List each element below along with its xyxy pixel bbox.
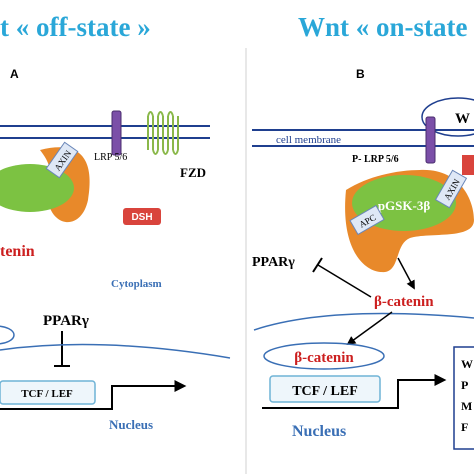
right-ppar-inhibition-line <box>317 264 372 298</box>
right-nucleus-label: Nucleus <box>292 423 346 440</box>
left-panel: t « off-state » A LRP 5/6 FZD AXIN DSH t… <box>0 12 231 432</box>
right-axin-box: AXIN <box>434 169 468 209</box>
right-transcription-arrow <box>262 374 447 409</box>
left-fzd-label: FZD <box>180 165 206 180</box>
left-fzd-receptor <box>147 111 179 155</box>
left-lrp-receptor <box>111 110 122 156</box>
right-ppar-inhibition-bar <box>312 257 323 273</box>
right-wnt-label: W <box>455 111 470 127</box>
right-dsh-stub <box>462 155 474 175</box>
left-ppar-label: PPARγ <box>43 313 89 329</box>
right-panel-title: Wnt « on-state <box>298 12 468 42</box>
right-panel: Wnt « on-state B W cell membrane P- LRP … <box>252 12 474 450</box>
left-nuclear-membrane <box>0 343 231 359</box>
right-target-genes-box <box>453 346 474 450</box>
right-ppar-label: PPARγ <box>252 255 295 270</box>
right-tcf-label: TCF / LEF <box>292 384 358 399</box>
left-panel-letter: A <box>10 67 19 81</box>
left-lrp-label: LRP 5/6 <box>94 152 127 163</box>
right-membrane-label: cell membrane <box>276 134 341 146</box>
left-tcf-box <box>0 380 96 405</box>
right-target-gene-4: F <box>461 420 468 434</box>
left-tcf-label: TCF / LEF <box>21 388 73 400</box>
left-transcription-arrow <box>0 380 187 410</box>
right-lrp-receptor <box>425 116 436 164</box>
left-cytoplasm-label: Cytoplasm <box>111 278 162 290</box>
right-target-gene-2: P <box>461 378 468 392</box>
right-catenin-label: β-catenin <box>374 294 434 310</box>
right-nuclear-catenin-outline <box>263 342 385 370</box>
right-tcf-box <box>269 375 381 403</box>
left-nuclear-catenin-outline <box>0 325 15 345</box>
right-nuclear-membrane <box>253 312 474 331</box>
left-dsh-label: DSH <box>131 212 152 223</box>
right-panel-letter: B <box>356 67 365 81</box>
right-translocation-arrow <box>346 311 393 346</box>
left-catenin-label: tenin <box>0 243 35 260</box>
left-nucleus-label: Nucleus <box>109 417 153 432</box>
left-dsh-box <box>123 208 161 225</box>
right-nuclear-catenin-label: β-catenin <box>294 350 354 366</box>
right-apc-box: APC <box>349 204 385 236</box>
left-complex-blob <box>0 164 74 212</box>
right-release-arrow <box>397 257 415 290</box>
right-target-gene-1: W <box>461 357 473 371</box>
left-panel-title: t « off-state » <box>0 12 151 42</box>
right-target-gene-3: M <box>461 399 472 413</box>
right-lrp-label: P- LRP 5/6 <box>352 154 399 165</box>
right-gsk-label: pGSK-3β <box>378 198 431 213</box>
